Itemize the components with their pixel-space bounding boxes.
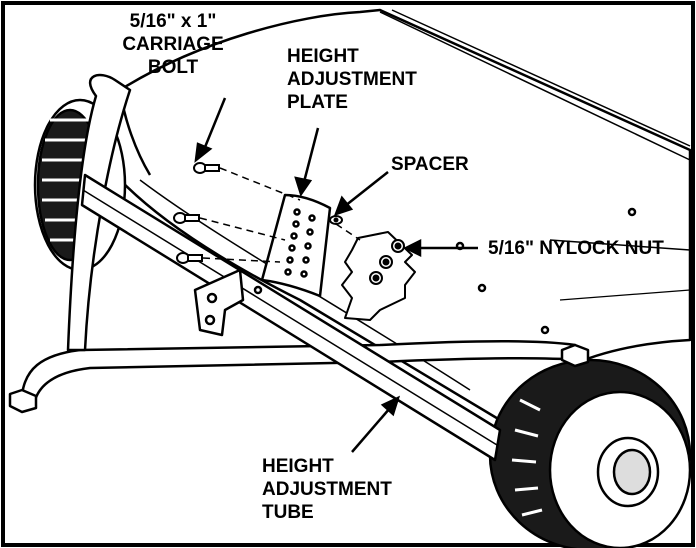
nylock-nut: [369, 239, 405, 285]
label-carriage-bolt-line2: CARRIAGE: [122, 34, 224, 55]
label-plate-line1: HEIGHT: [287, 46, 359, 67]
height-adjustment-tube: [80, 173, 502, 462]
label-carriage-bolt-line3: BOLT: [147, 57, 199, 78]
label-tube-line2: ADJUSTMENT: [262, 479, 392, 500]
spacer-washer: [329, 215, 343, 225]
carriage-bolt: [173, 162, 220, 264]
label-plate-line3: PLATE: [287, 92, 348, 113]
label-spacer: SPACER: [391, 154, 469, 175]
assembly-guide-lines: [199, 167, 361, 263]
label-tube-line1: HEIGHT: [262, 456, 334, 477]
label-carriage-bolt-line1: 5/16" x 1": [129, 11, 217, 32]
tube-bracket: [193, 268, 245, 337]
label-height-adjustment-tube: HEIGHT ADJUSTMENT TUBE: [262, 455, 392, 524]
label-carriage-bolt: 5/16" x 1" CARRIAGE BOLT: [108, 10, 238, 79]
label-nylock-nut: 5/16" NYLOCK NUT: [488, 238, 664, 259]
leader-arrows: [194, 97, 478, 453]
label-height-adjustment-plate: HEIGHT ADJUSTMENT PLATE: [287, 45, 417, 114]
label-tube-line3: TUBE: [262, 502, 314, 523]
label-plate-line2: ADJUSTMENT: [287, 69, 417, 90]
height-adjustment-plate: [260, 193, 332, 298]
wheel-right: [488, 358, 692, 548]
